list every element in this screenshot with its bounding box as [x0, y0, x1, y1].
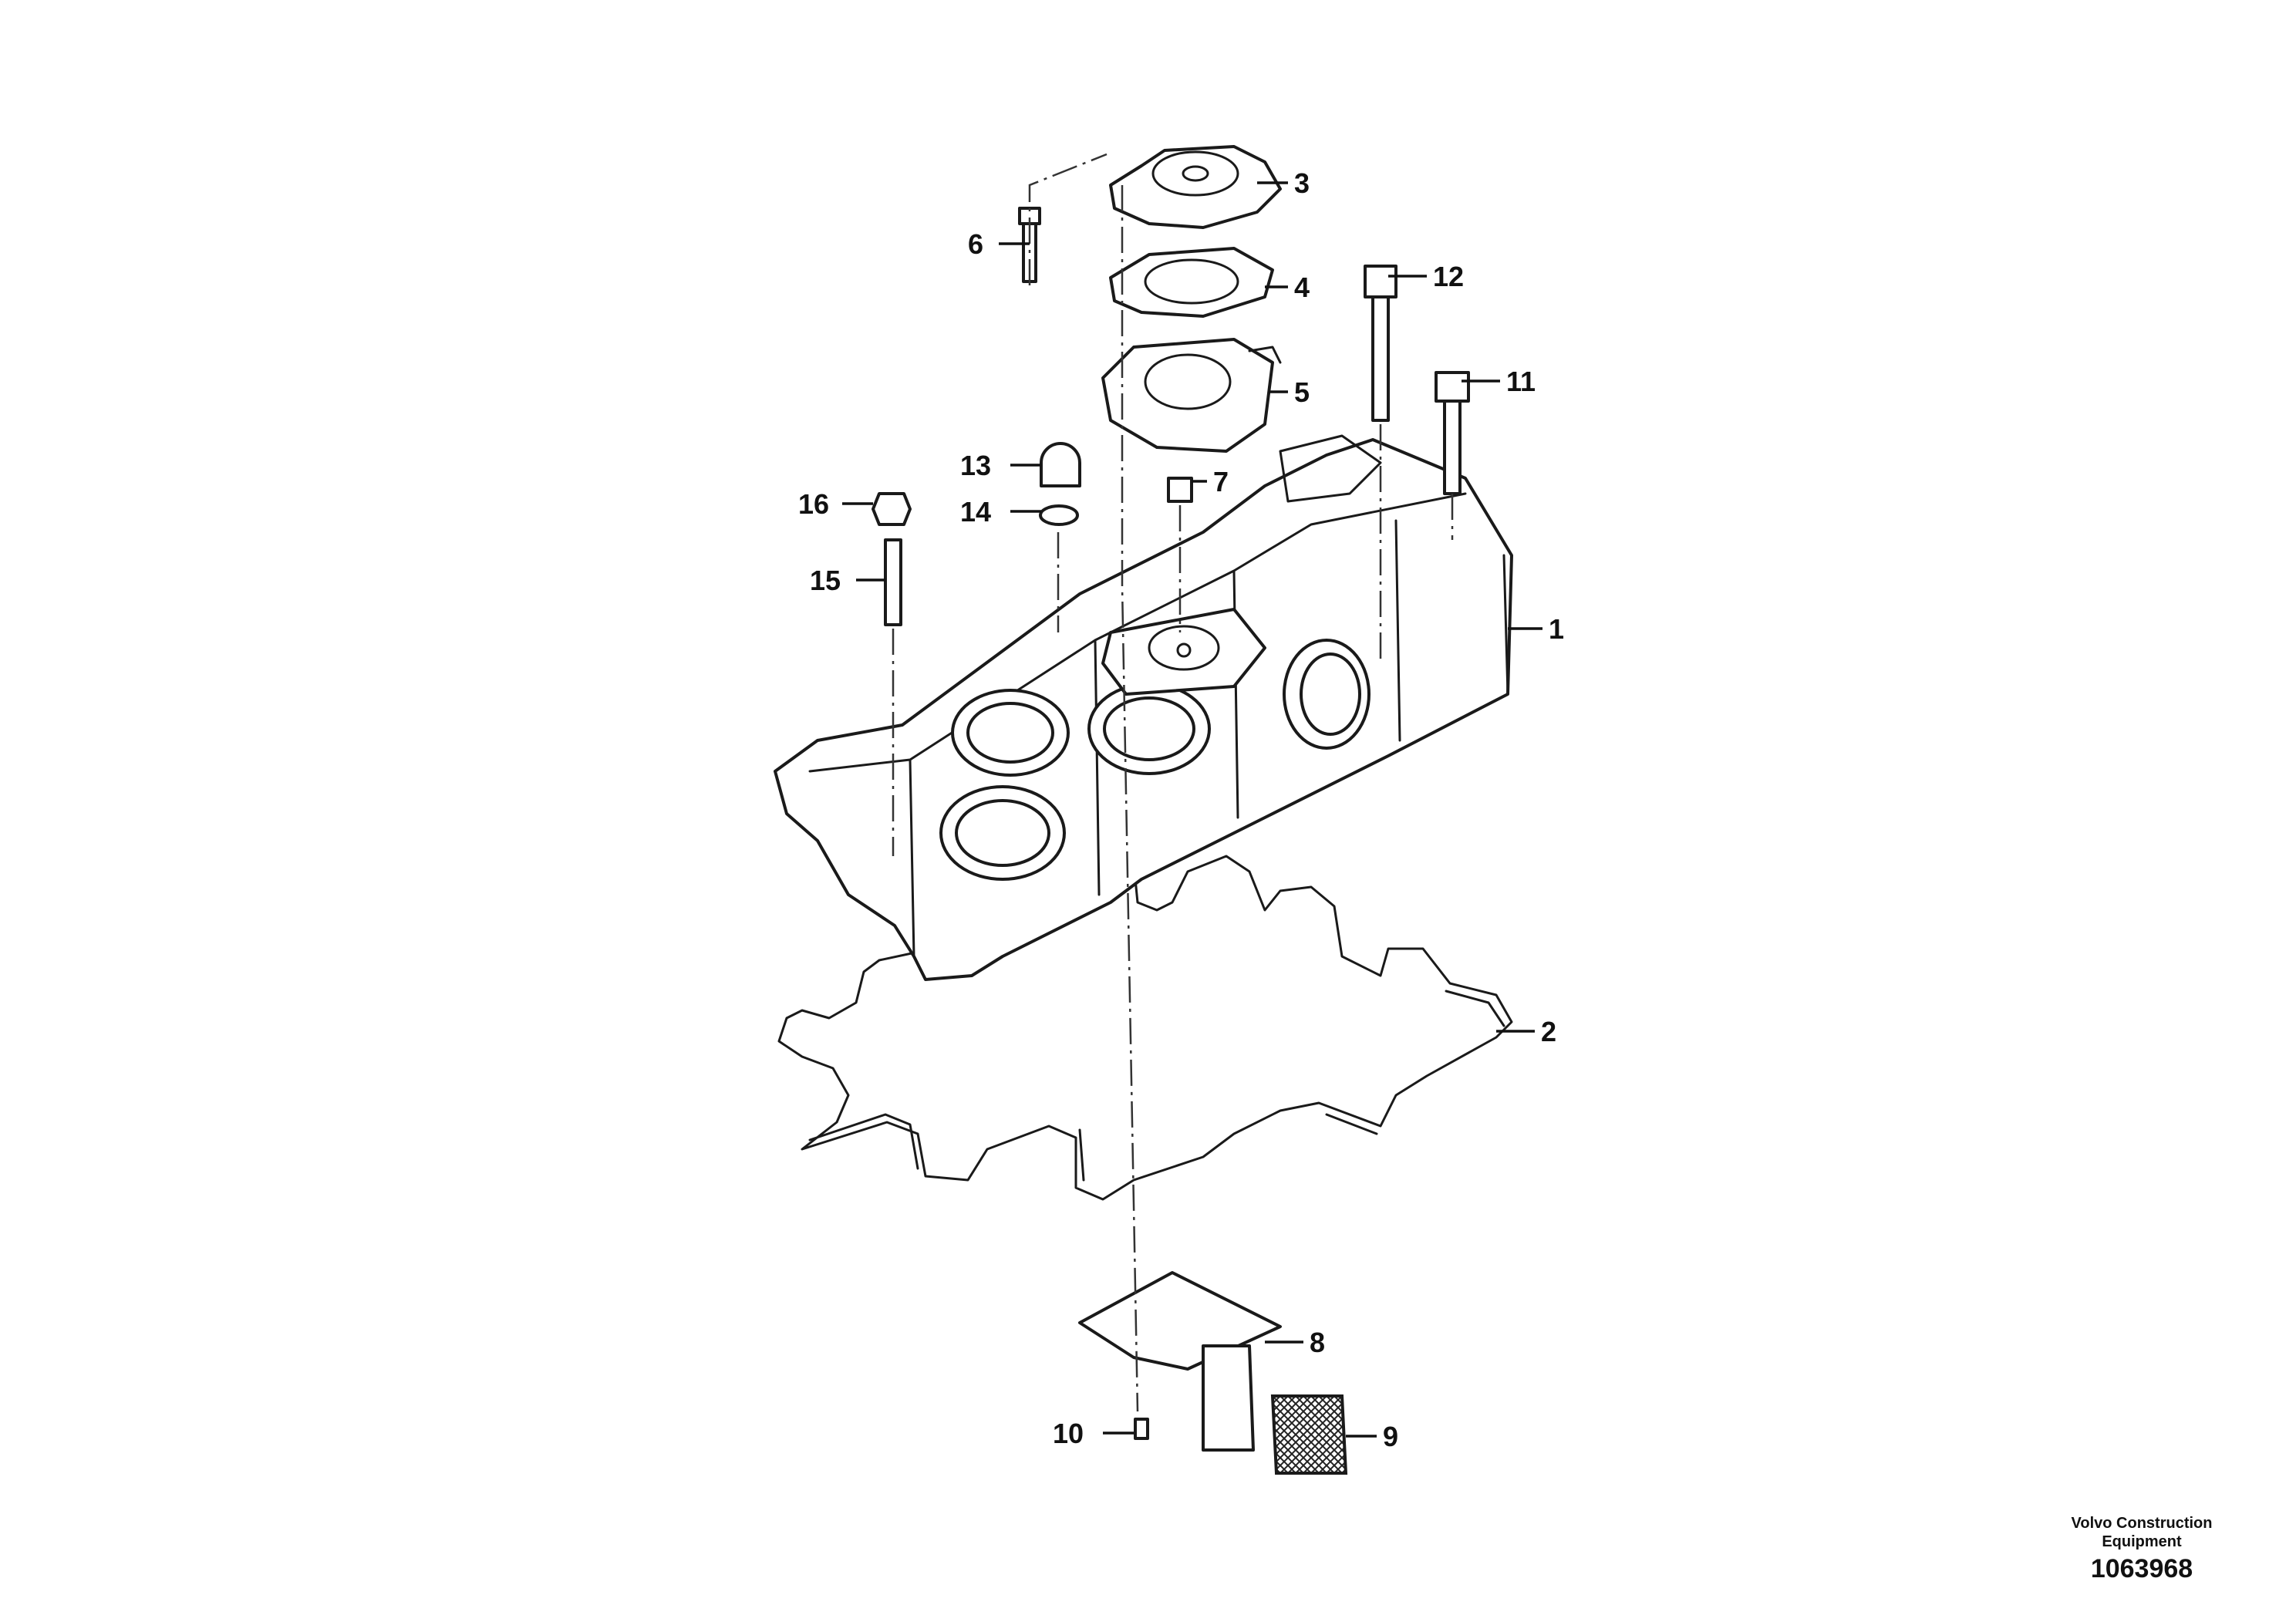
callout-1: 1	[1549, 613, 1564, 645]
breather-housing	[1101, 338, 1274, 453]
callout-6: 6	[968, 228, 983, 260]
callout-8: 8	[1310, 1327, 1325, 1358]
screw-10	[1134, 1418, 1149, 1440]
washer-14	[1039, 504, 1079, 526]
manufacturer-label: Volvo Construction Equipment	[2071, 1515, 2213, 1550]
callout-16: 16	[798, 488, 829, 520]
bolt-11	[1435, 371, 1470, 495]
cover-port	[955, 799, 1050, 867]
cover-port	[966, 702, 1054, 764]
callout-14: 14	[960, 496, 991, 528]
callout-12: 12	[1433, 261, 1464, 292]
bolt-12	[1364, 265, 1397, 422]
cover-port	[1103, 696, 1195, 761]
bracket-leg	[1202, 1344, 1255, 1452]
callout-7: 7	[1213, 466, 1229, 497]
breather-seat	[1101, 608, 1266, 696]
callout-15: 15	[810, 565, 841, 596]
callout-13: 13	[960, 450, 991, 481]
plug-7	[1167, 477, 1193, 503]
callout-4: 4	[1294, 271, 1310, 303]
callout-3: 3	[1294, 167, 1310, 199]
callout-11: 11	[1506, 366, 1536, 397]
breather-cap	[1109, 145, 1282, 229]
nut-16	[872, 492, 912, 526]
drawing-number: 1063968	[2090, 1554, 2193, 1583]
breather-gasket	[1109, 247, 1274, 318]
callout-2: 2	[1541, 1016, 1556, 1047]
valve-cover-gasket	[777, 843, 1513, 1201]
filter-9	[1270, 1394, 1348, 1475]
callout-9: 9	[1383, 1421, 1398, 1452]
cover-port	[1300, 653, 1361, 736]
stud-15	[884, 538, 902, 626]
callout-5: 5	[1294, 376, 1310, 408]
cap-nut-13	[1040, 442, 1081, 487]
callout-10: 10	[1053, 1418, 1084, 1449]
